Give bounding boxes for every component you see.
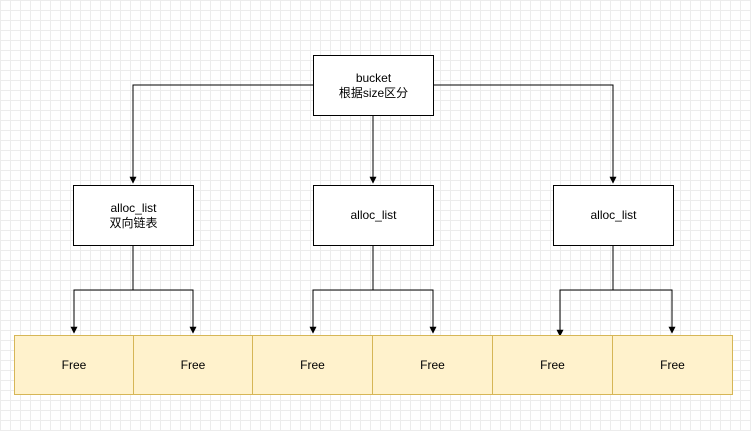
free-block-4: Free: [372, 335, 493, 395]
alloc-list-1-sublabel: 双向链表: [109, 215, 158, 230]
edge-bucket-to-list-1: [129, 84, 313, 184]
free-block-3-label: Free: [300, 358, 325, 372]
bucket-node: bucket 根据size区分: [313, 55, 434, 116]
alloc-list-1-label: alloc_list: [110, 200, 157, 215]
free-block-1: Free: [14, 335, 134, 395]
free-block-5: Free: [492, 335, 613, 395]
edge-list-1-to-free-1: [70, 289, 133, 334]
alloc-list-2-label: alloc_list: [350, 208, 397, 222]
alloc-list-node-2: alloc_list: [313, 185, 434, 246]
edge-list-3-to-free-6: [613, 289, 676, 334]
edge-list-1-to-free-2: [133, 289, 197, 334]
free-block-1-label: Free: [61, 358, 87, 372]
free-block-2-label: Free: [180, 358, 206, 372]
alloc-list-node-3: alloc_list: [553, 185, 674, 246]
alloc-list-3-label: alloc_list: [590, 208, 637, 222]
edge-bucket-to-list-3: [433, 84, 617, 184]
free-block-3: Free: [252, 335, 373, 395]
free-block-6-label: Free: [660, 358, 685, 372]
bucket-sublabel: 根据size区分: [338, 85, 409, 100]
edge-list-2-to-free-4: [373, 289, 437, 334]
free-block-4-label: Free: [420, 358, 445, 372]
edge-list-2-to-free-3: [309, 289, 373, 334]
free-block-5-label: Free: [540, 358, 565, 372]
alloc-list-node-1: alloc_list 双向链表: [73, 185, 194, 246]
edge-list-3-to-free-5: [556, 289, 613, 337]
free-block-6: Free: [612, 335, 733, 395]
free-block-2: Free: [133, 335, 253, 395]
bucket-label: bucket: [355, 70, 392, 85]
